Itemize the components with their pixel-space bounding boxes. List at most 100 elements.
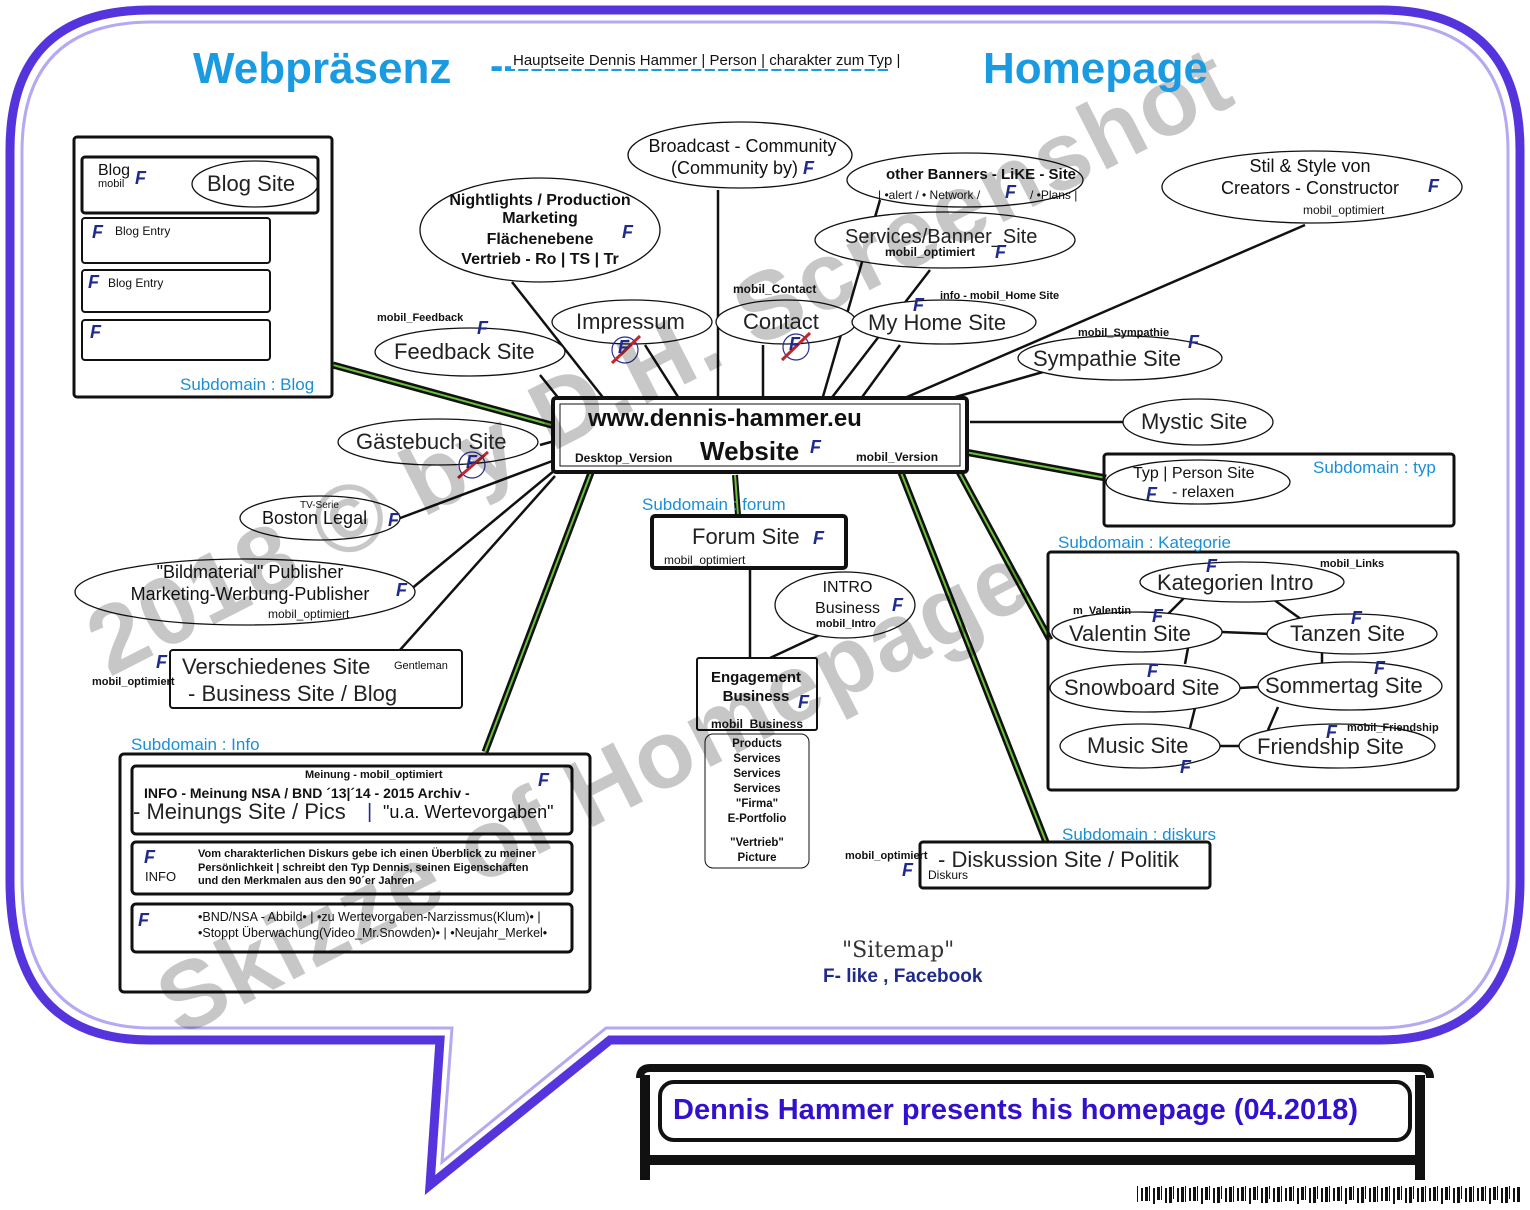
diskussion-site-node[interactable]: - Diskussion Site / Politik xyxy=(938,847,1179,872)
f-like-facebook-label: F- like , Facebook xyxy=(823,966,983,987)
blog-site-node[interactable]: Blog Site xyxy=(207,171,296,196)
barcode-bar xyxy=(1349,1187,1352,1200)
facebook-like-icon[interactable]: F xyxy=(88,272,99,292)
center-website[interactable]: Website xyxy=(700,436,800,466)
facebook-like-icon[interactable]: F xyxy=(538,770,549,790)
facebook-like-icon[interactable]: F xyxy=(144,847,155,867)
stil-node[interactable]: Stil & Style von Creators - Constructor xyxy=(1205,156,1415,199)
connector-lines xyxy=(394,190,1324,748)
facebook-like-icon[interactable]: F xyxy=(798,692,809,712)
barcode-bar xyxy=(1169,1187,1172,1203)
facebook-like-icon[interactable]: F xyxy=(995,242,1006,262)
facebook-like-icon[interactable]: F xyxy=(1152,606,1163,626)
facebook-like-icon[interactable]: F xyxy=(1428,176,1439,196)
barcode-bar xyxy=(1361,1187,1364,1203)
facebook-like-icon[interactable]: F xyxy=(90,322,101,342)
friendship-node[interactable]: Friendship Site xyxy=(1257,734,1404,759)
facebook-like-icon[interactable]: F xyxy=(1351,608,1362,628)
facebook-like-icon[interactable]: F xyxy=(1326,722,1337,742)
bildmaterial-node[interactable]: "Bildmaterial" Publisher Marketing-Werbu… xyxy=(110,562,390,605)
kategorien-intro-node[interactable]: Kategorien Intro xyxy=(1157,570,1314,595)
meinungs-site-node[interactable]: - Meinungs Site / Pics xyxy=(133,799,346,824)
broadcast-node[interactable]: Broadcast - Community (Community by) F xyxy=(640,136,845,179)
facebook-like-icon[interactable]: F xyxy=(156,652,167,672)
forum-mobil: mobil_optimiert xyxy=(664,553,746,567)
barcode-bar xyxy=(1481,1187,1484,1201)
engagement-node[interactable]: Engagement Business xyxy=(700,669,812,705)
boston-node[interactable]: Boston Legal xyxy=(262,508,368,528)
gentleman-label: Gentleman xyxy=(394,660,448,672)
barcode-bar xyxy=(1261,1188,1263,1203)
sympathie-node[interactable]: Sympathie Site xyxy=(1033,346,1181,371)
my-home-node[interactable]: My Home Site xyxy=(868,310,1007,335)
nightlights-node[interactable]: Nightlights / Production Marketing Fläch… xyxy=(430,192,650,268)
facebook-like-icon[interactable]: F xyxy=(396,580,407,600)
snowboard-node[interactable]: Snowboard Site xyxy=(1064,675,1220,700)
speech-bubble-inner xyxy=(20,20,1510,1166)
barcode-bar xyxy=(1273,1188,1275,1202)
barcode-bar xyxy=(1441,1188,1443,1204)
intro-business-node[interactable]: INTRO Business xyxy=(800,579,895,617)
facebook-like-icon[interactable]: F xyxy=(1005,182,1016,202)
bnd-links[interactable]: •BND/NSA - Abbild• | •zu Wertevorgaben-N… xyxy=(198,909,547,941)
valentin-node[interactable]: Valentin Site xyxy=(1069,621,1191,646)
facebook-like-icon[interactable]: F xyxy=(477,318,488,338)
facebook-like-icon[interactable]: F xyxy=(1147,661,1158,681)
bnd-line-1[interactable]: •BND/NSA - Abbild• | •zu Wertevorgaben-N… xyxy=(198,910,541,924)
services-node[interactable]: Services/Banner_Site xyxy=(845,226,1038,248)
forum-site-node[interactable]: Forum Site xyxy=(692,524,800,549)
barcode-bar xyxy=(1161,1186,1162,1200)
facebook-like-icon[interactable]: F xyxy=(622,222,633,242)
barcode-bar xyxy=(1397,1187,1400,1200)
business-blog-node[interactable]: - Business Site / Blog xyxy=(188,681,398,706)
facebook-like-icon[interactable]: F xyxy=(388,510,399,530)
barcode-bar xyxy=(1321,1188,1323,1202)
other-banners-node[interactable]: other Banners - LiKE - Site xyxy=(886,166,1077,183)
barcode-bar xyxy=(1385,1187,1388,1201)
blog-entry-2[interactable]: Blog Entry xyxy=(108,276,164,290)
facebook-like-icon[interactable]: F xyxy=(135,168,146,188)
facebook-like-icon[interactable]: F xyxy=(1180,757,1191,777)
mystic-node[interactable]: Mystic Site xyxy=(1141,409,1248,434)
barcode-bar xyxy=(1197,1186,1198,1201)
blog-entry-1[interactable]: Blog Entry xyxy=(115,224,171,238)
facebook-like-icon[interactable]: F xyxy=(813,528,824,548)
tanzen-node[interactable]: Tanzen Site xyxy=(1290,621,1405,646)
facebook-like-icon[interactable]: F xyxy=(92,222,103,242)
facebook-like-icon[interactable]: F xyxy=(1188,332,1199,352)
facebook-like-icon[interactable]: F xyxy=(1374,658,1385,678)
barcode-bar xyxy=(1377,1186,1378,1202)
gaestebuch-node[interactable]: Gästebuch Site xyxy=(356,429,507,454)
mobil-links-label: mobil_Links xyxy=(1320,558,1385,570)
barcode-bar xyxy=(1425,1186,1426,1202)
impressum-node[interactable]: Impressum xyxy=(576,309,685,334)
center-desktop: Desktop_Version xyxy=(575,451,673,465)
sommertag-node[interactable]: Sommertag Site xyxy=(1265,673,1423,698)
music-node[interactable]: Music Site xyxy=(1087,733,1189,758)
verschiedenes-node[interactable]: Verschiedenes Site xyxy=(182,654,371,679)
facebook-like-icon[interactable]: F xyxy=(913,295,924,315)
barcode-bar xyxy=(1465,1188,1467,1202)
blog-mobil-label: mobil xyxy=(98,178,125,190)
facebook-like-icon[interactable]: F xyxy=(892,595,903,615)
typ-relaxen: - relaxen xyxy=(1172,484,1235,501)
barcode-bar xyxy=(1473,1186,1474,1202)
barcode-bar xyxy=(1305,1186,1306,1200)
facebook-like-icon[interactable]: F xyxy=(803,157,815,178)
facebook-like-icon[interactable]: F xyxy=(1146,484,1157,504)
feedback-node[interactable]: Feedback Site xyxy=(394,339,535,364)
barcode-bar xyxy=(1389,1186,1390,1201)
facebook-like-icon[interactable]: F xyxy=(902,860,913,880)
facebook-like-icon[interactable]: F xyxy=(1206,556,1217,576)
barcode-bar xyxy=(1153,1188,1155,1204)
center-url[interactable]: www.dennis-hammer.eu xyxy=(588,405,862,432)
contact-node[interactable]: Contact xyxy=(743,309,819,334)
bildmaterial-line-1: "Bildmaterial" Publisher xyxy=(156,562,344,582)
typ-person-node[interactable]: Typ | Person Site xyxy=(1133,465,1255,482)
barcode-bar xyxy=(1137,1186,1138,1202)
bnd-line-2[interactable]: •Stoppt Überwachung(Video_Mr.Snowden)• |… xyxy=(198,926,548,940)
barcode-bar xyxy=(1285,1188,1287,1201)
facebook-like-icon[interactable]: F xyxy=(138,910,149,930)
header-left-title: Webpräsenz xyxy=(193,44,452,93)
facebook-like-icon[interactable]: F xyxy=(810,437,821,457)
